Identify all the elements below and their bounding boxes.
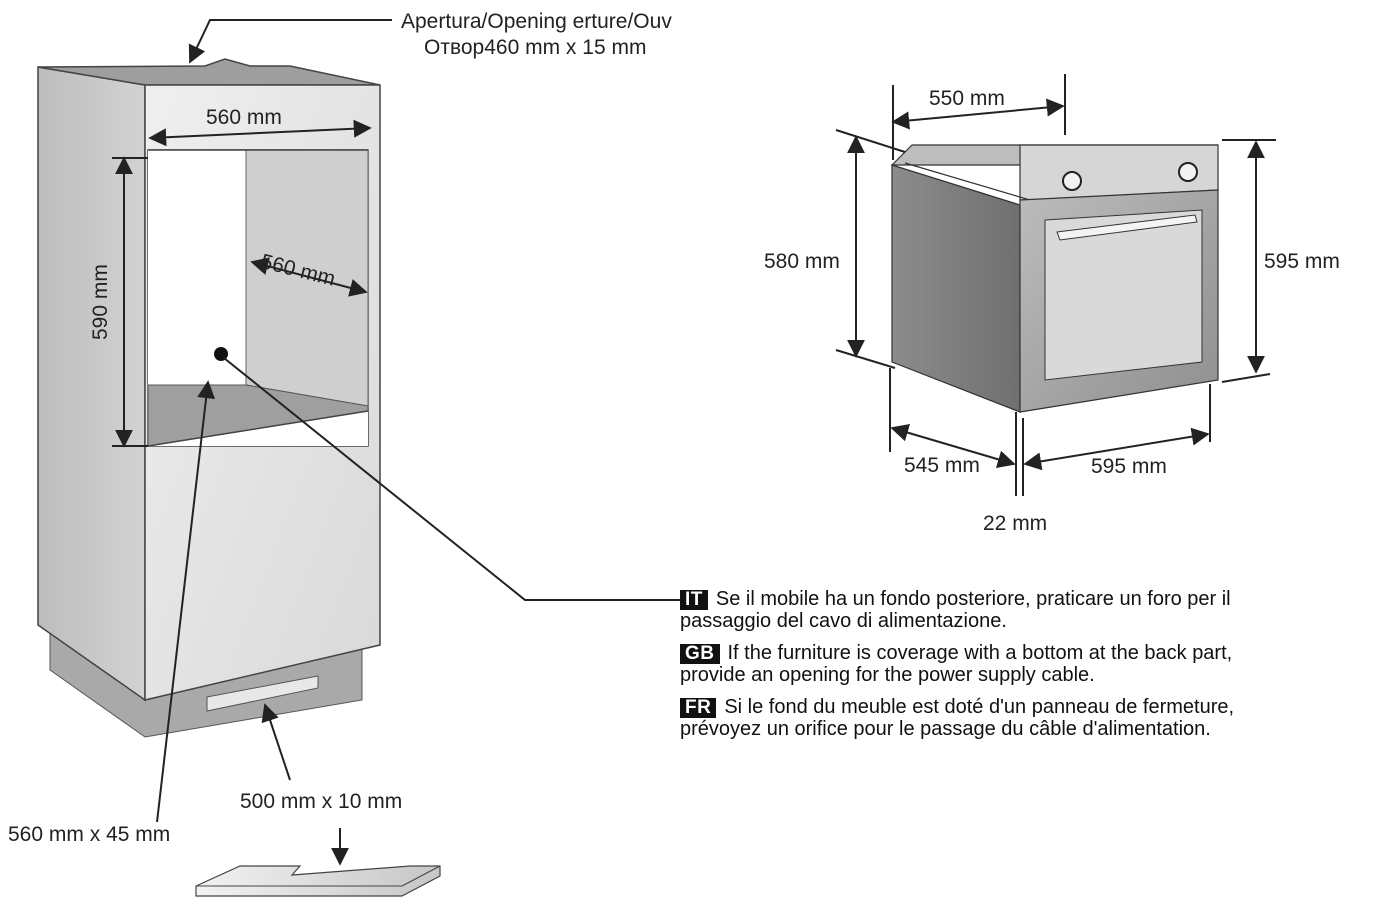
cable-hole-leader (223, 357, 680, 601)
plinth-opening-label: 500 mm x 10 mm (240, 790, 403, 813)
cabinet-width-label: 560 mm (206, 106, 282, 129)
language-code-gb: GB (680, 644, 720, 664)
top-opening-leader (188, 19, 392, 64)
plinth-vent-slot (206, 675, 319, 712)
note-gb-line2: provide an opening for the power supply … (680, 664, 1095, 686)
oven-door-thickness-label: 22 mm (983, 512, 1048, 535)
note-fr: FR Si le fond du meuble est doté d'un pan… (680, 696, 1370, 740)
bottom-depth-arrow (890, 423, 1016, 469)
niche-bottom-edge (147, 410, 369, 447)
cabinet-height-label: 590 mm (89, 264, 112, 340)
oven-side-height-label: 580 mm (764, 250, 840, 273)
oven-side (891, 164, 1021, 413)
note-gb-line1: If the furniture is coverage with a bott… (727, 642, 1233, 664)
oven (890, 144, 1219, 413)
cabinet-side-panel (37, 66, 146, 702)
language-code-it: IT (680, 590, 708, 610)
oven-bottom-depth-label: 545 mm (904, 454, 980, 477)
oven-knob-right (1178, 162, 1198, 182)
language-code-fr: FR (680, 698, 717, 718)
note-it-line1: Se il mobile ha un fondo posteriore, pra… (715, 588, 1231, 610)
note-gb: GB If the furniture is coverage with a bo… (680, 642, 1370, 686)
oven-door-handle (1056, 214, 1198, 241)
cabinet (37, 58, 381, 738)
top-opening-label-2: Отвор460 mm x 15 mm (424, 36, 647, 59)
note-fr-line2: prévoyez un orifice pour le passage du c… (680, 718, 1211, 740)
oven-top-depth-label: 550 mm (929, 87, 1005, 110)
cabinet-dimensions (112, 19, 680, 866)
installation-notes: IT Se il mobile ha un fondo posteriore, p… (680, 588, 1370, 750)
plinth-leader (261, 703, 291, 781)
oven-knob-left (1062, 171, 1082, 191)
note-fr-line1: Si le fond du meuble est doté d'un panne… (724, 696, 1235, 718)
oven-front-width-label: 595 mm (1091, 455, 1167, 478)
front-width-arrow (1023, 427, 1210, 471)
top-opening-label-1: Apertura/Opening erture/Ouv (401, 10, 672, 33)
note-it-line2: passaggio del cavo di alimentazione. (680, 610, 1007, 632)
rear-opening-leader (156, 380, 216, 823)
depth-arrow (250, 257, 368, 297)
top-depth-arrow (891, 98, 1065, 130)
note-it: IT Se il mobile ha un fondo posteriore, p… (680, 588, 1370, 632)
oven-dimensions (835, 74, 1276, 496)
width-arrow (148, 119, 372, 147)
plinth-board (195, 865, 441, 897)
oven-front-height-label: 595 mm (1264, 250, 1340, 273)
oven-door-window (1044, 209, 1203, 381)
rear-opening-label: 560 mm x 45 mm (8, 823, 171, 846)
